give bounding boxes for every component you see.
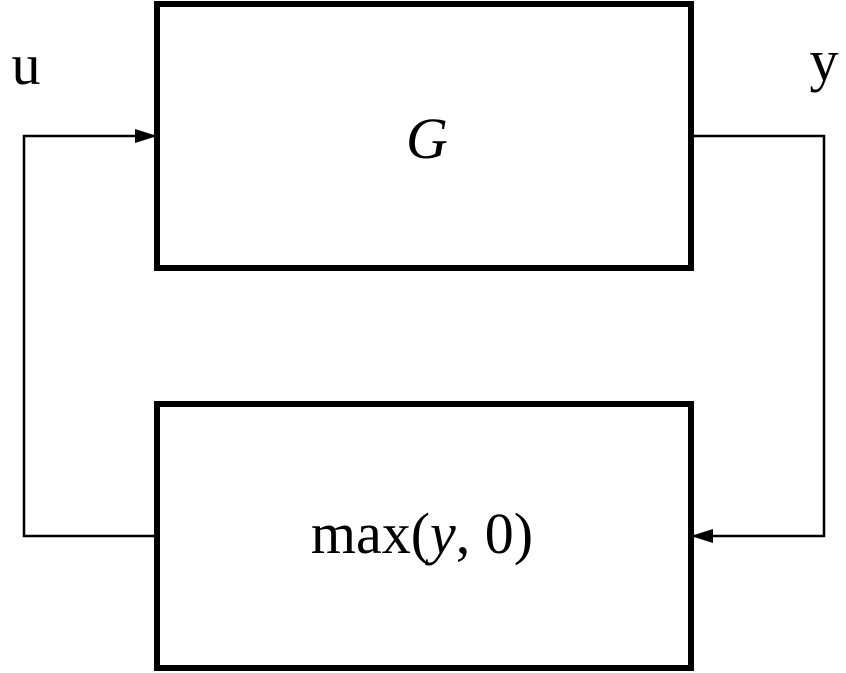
plant-label: G bbox=[406, 106, 448, 171]
input-signal-label: u bbox=[12, 32, 41, 97]
feedback-label: max(y, 0) bbox=[311, 501, 533, 566]
feedback-label-var: y bbox=[425, 501, 456, 566]
input-signal-line bbox=[22, 129, 157, 538]
output-signal-label: y bbox=[810, 28, 839, 93]
feedback-label-prefix: max( bbox=[311, 501, 430, 566]
feedback-label-suffix: , 0) bbox=[456, 501, 533, 566]
output-signal-line bbox=[691, 134, 826, 543]
